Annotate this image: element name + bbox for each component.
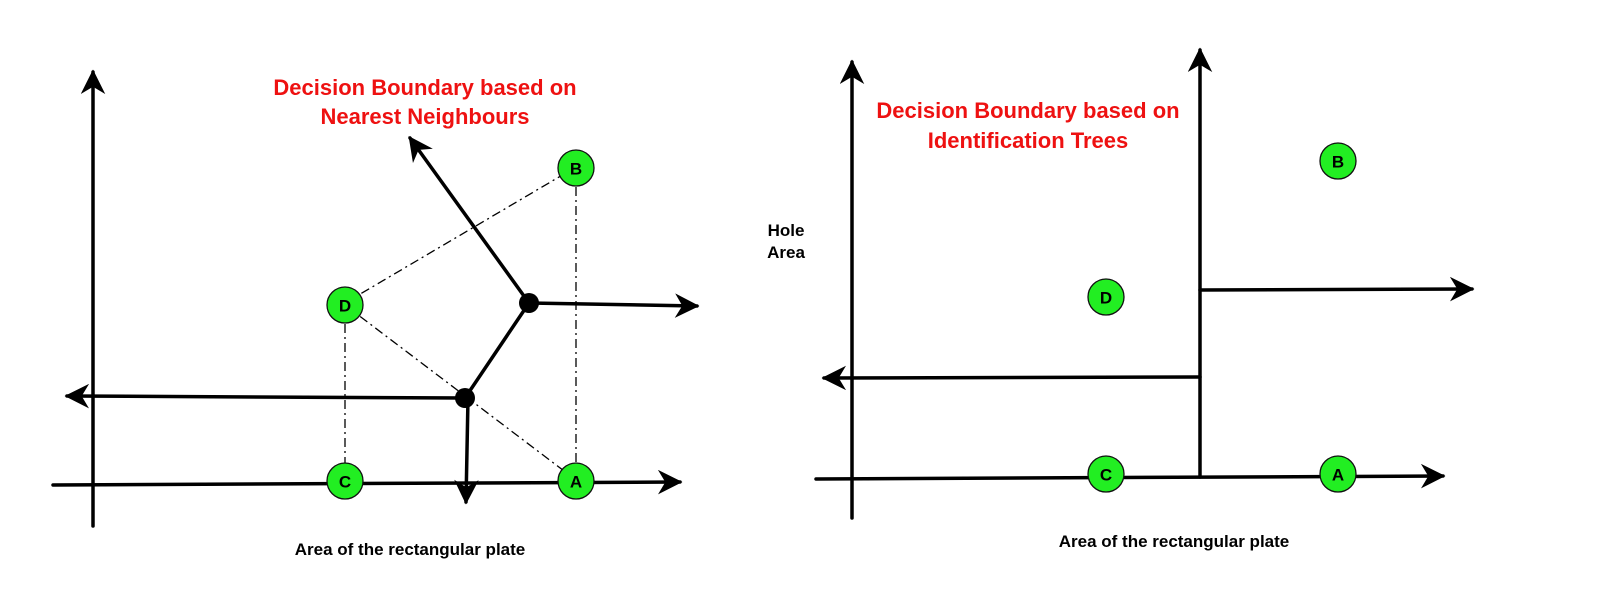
right-boundary-left-ray [821,365,1202,391]
left-node-d-label: D [339,297,351,316]
left-node-a: A [557,462,595,500]
left-boundary-left-ray [64,383,467,409]
right-y-axis-label-line2: Area [767,243,805,262]
left-title-line1: Decision Boundary based on [273,75,576,100]
right-diagram: B D C A Decision Boundary based on Ident… [767,47,1475,551]
left-connector-d-a [344,304,577,481]
right-node-a-label: A [1332,466,1344,485]
left-node-b-label: B [570,160,582,179]
left-diagram: B D C A Decision Boundary based on Neare… [51,69,700,559]
left-boundary-right-ray [527,293,700,318]
right-node-c: C [1087,455,1125,493]
left-title-line2: Nearest Neighbours [320,104,529,129]
left-boundary-upper-ray [408,136,531,305]
left-connector-d-b [344,166,577,304]
right-boundary-right-ray [1198,276,1475,302]
right-node-b-label: B [1332,153,1344,172]
right-x-axis-label: Area of the rectangular plate [1059,532,1290,551]
right-title-line2: Identification Trees [928,128,1129,153]
left-node-b: B [557,149,595,187]
right-node-b: B [1319,142,1357,180]
right-node-c-label: C [1100,466,1112,485]
right-title-line1: Decision Boundary based on [876,98,1179,123]
right-node-a: A [1319,455,1357,493]
left-boundary-middle [463,301,531,400]
left-x-axis-label: Area of the rectangular plate [295,540,526,559]
left-boundary-down-ray [454,396,479,505]
left-node-c: C [326,462,364,500]
left-node-a-label: A [570,473,582,492]
left-node-c-label: C [339,473,351,492]
right-node-d: D [1087,278,1125,316]
left-boundary-vertex-lower [455,388,475,408]
right-y-axis-label-line1: Hole [768,221,805,240]
right-node-d-label: D [1100,289,1112,308]
left-boundary-vertex-upper [519,293,539,313]
left-node-d: D [326,286,364,324]
